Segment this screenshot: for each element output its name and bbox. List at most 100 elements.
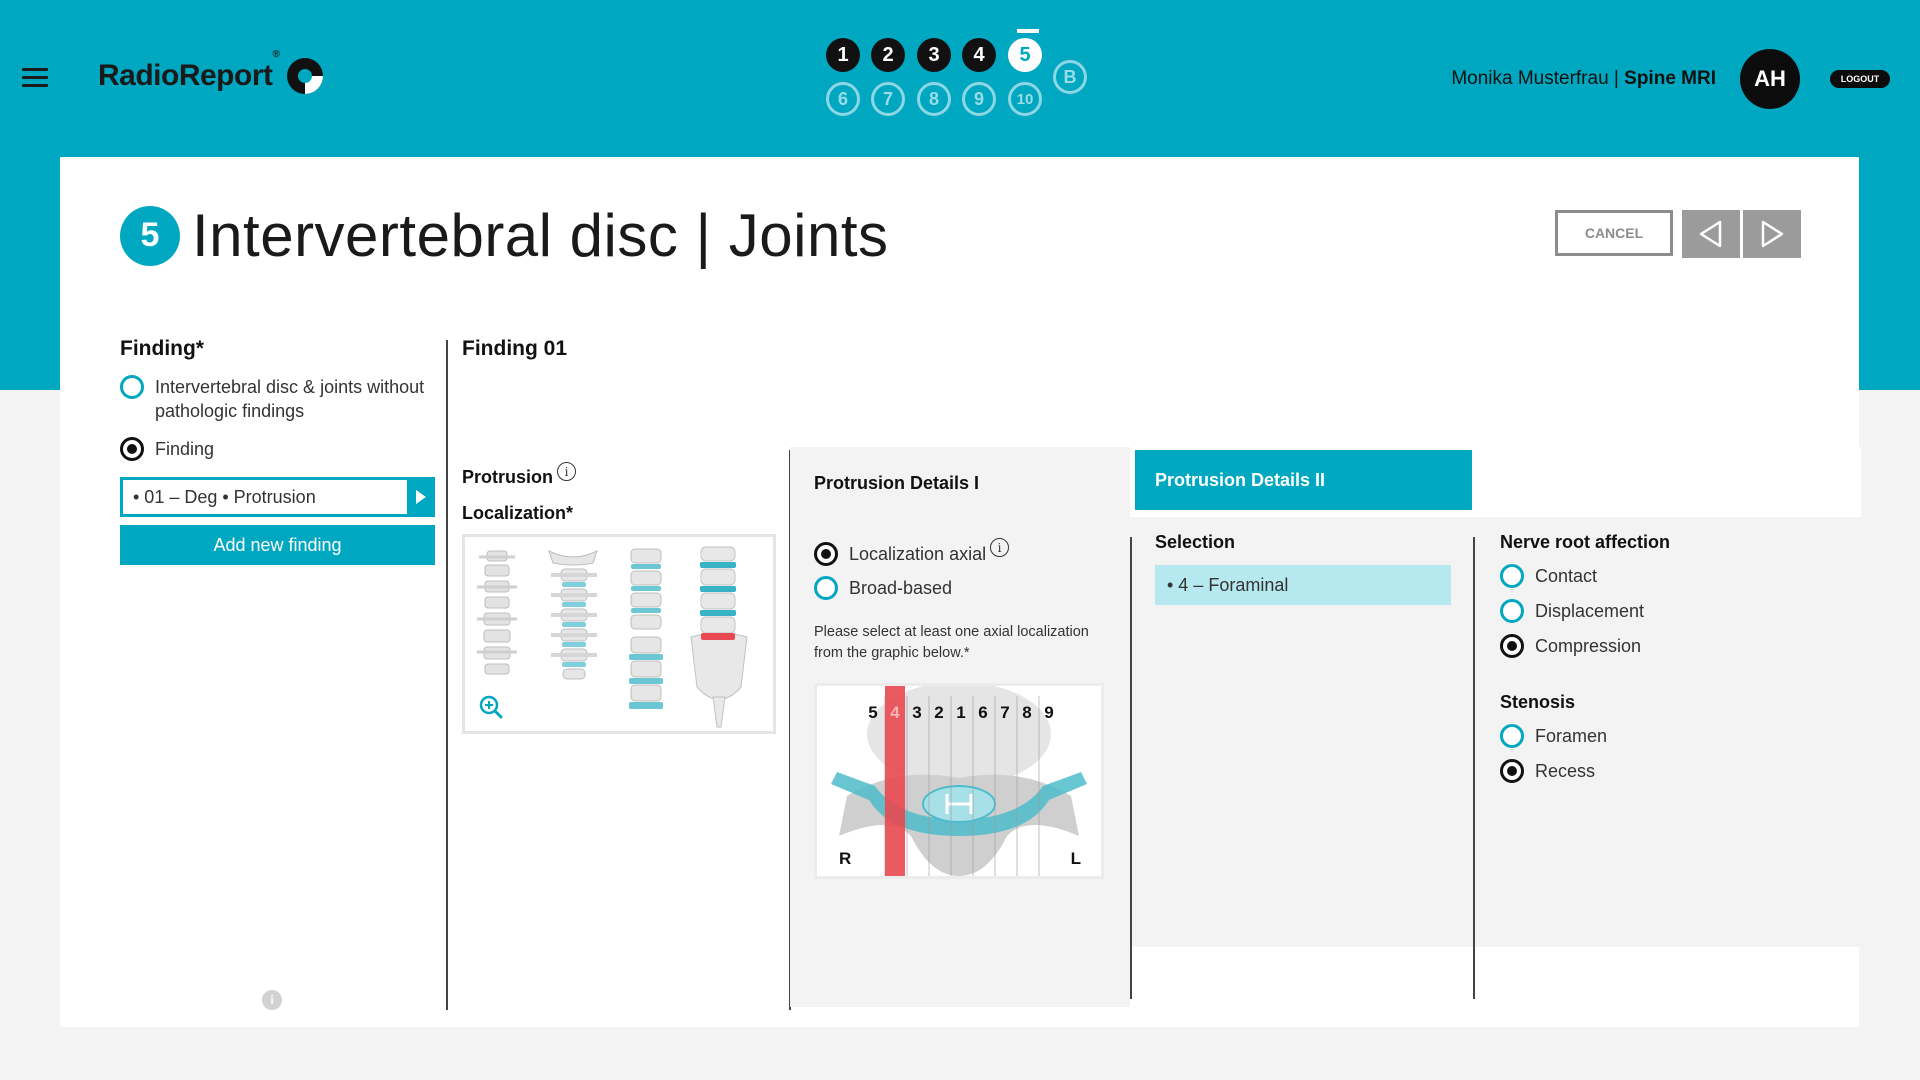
radio-label: Finding <box>155 439 215 459</box>
current-step-marker <box>1017 29 1039 33</box>
radio-button-selected[interactable] <box>1500 759 1524 783</box>
page-title: 5 Intervertebral disc | Joints <box>120 201 889 270</box>
radio-foramen[interactable]: Foramen <box>1500 724 1800 748</box>
finding-column: Finding* Intervertebral disc & joints wi… <box>120 337 435 565</box>
radio-label: Intervertebral disc & joints without pat… <box>155 377 425 421</box>
radio-label: Foramen <box>1535 726 1608 746</box>
divider <box>446 340 448 1010</box>
localization-label: Localization* <box>462 503 574 523</box>
axial-zone-number[interactable]: 8 <box>1022 703 1031 722</box>
module-name: Spine MRI <box>1624 68 1716 89</box>
step-9[interactable]: 9 <box>962 82 996 116</box>
axial-zone-selected[interactable] <box>885 686 905 876</box>
logo: RadioReport® <box>98 49 325 96</box>
details-1-column: Localization axial i Broad-based Please … <box>814 532 1114 664</box>
radio-no-findings[interactable]: Intervertebral disc & joints without pat… <box>120 375 435 423</box>
step-b[interactable]: B <box>1053 60 1087 94</box>
finding-list-item[interactable]: • 01 – Deg • Protrusion <box>120 477 435 517</box>
protrusion-label: Protrusion i <box>462 462 577 488</box>
zoom-in-icon[interactable] <box>479 695 503 719</box>
main-card: 5 Intervertebral disc | Joints CANCEL Fi… <box>60 157 1861 1027</box>
triangle-right-icon <box>1761 220 1784 248</box>
logo-text: RadioReport® <box>98 49 280 92</box>
info-icon[interactable]: i <box>990 538 1010 557</box>
info-icon[interactable]: i <box>557 462 577 481</box>
tab-protrusion-details-1[interactable]: Protrusion Details I <box>814 473 980 493</box>
radio-recess[interactable]: Recess <box>1500 759 1800 783</box>
step-1[interactable]: 1 <box>826 38 860 72</box>
radio-label: Displacement <box>1535 601 1645 621</box>
radio-label: Compression <box>1535 636 1642 656</box>
selection-heading: Selection <box>1155 532 1236 552</box>
info-icon[interactable]: i <box>262 990 282 1010</box>
radio-label: Contact <box>1535 566 1598 586</box>
radio-button[interactable] <box>1500 564 1524 588</box>
axial-zone-number[interactable]: 2 <box>934 703 943 722</box>
nerve-root-heading: Nerve root affection <box>1500 532 1671 552</box>
logout-button[interactable]: LOGOUT <box>1830 70 1890 88</box>
spine-localization-graphic[interactable] <box>462 534 776 734</box>
step-navigator: 1 2 3 4 5 B 6 7 8 9 10 <box>826 38 1096 122</box>
cancel-button[interactable]: CANCEL <box>1555 210 1673 256</box>
divider <box>1130 537 1132 999</box>
radio-compression[interactable]: Compression <box>1500 634 1800 658</box>
radio-finding[interactable]: Finding <box>120 437 435 461</box>
next-button[interactable] <box>1743 210 1801 258</box>
step-3[interactable]: 3 <box>917 38 951 72</box>
radio-button-selected[interactable] <box>1500 634 1524 658</box>
details-panel-bg <box>790 447 1130 507</box>
play-arrow-icon[interactable] <box>407 477 435 517</box>
radio-label: Recess <box>1535 761 1596 781</box>
finding-item-label: • 01 – Deg • Protrusion <box>133 486 316 507</box>
step-2[interactable]: 2 <box>871 38 905 72</box>
axial-zone-number[interactable]: 6 <box>978 703 987 722</box>
axial-zone-number[interactable]: 7 <box>1000 703 1009 722</box>
axial-side-right-label: R <box>839 849 851 868</box>
divider <box>1473 537 1475 999</box>
radio-button[interactable] <box>1500 599 1524 623</box>
axial-hint-text: Please select at least one axial localiz… <box>814 624 1089 661</box>
radio-label: Localization axial <box>849 544 987 564</box>
radio-localization-axial[interactable]: Localization axial i <box>814 538 1114 566</box>
step-7[interactable]: 7 <box>871 82 905 116</box>
avatar[interactable]: AH <box>1740 49 1800 109</box>
add-new-finding-button[interactable]: Add new finding <box>120 525 435 565</box>
radio-button[interactable] <box>814 576 838 600</box>
spine-views-image <box>477 546 748 728</box>
step-badge: 5 <box>120 205 180 266</box>
finding-heading: Finding* <box>120 337 204 360</box>
axial-zone-number[interactable]: 1 <box>956 703 965 722</box>
user-info: Monika Musterfrau | Spine MRI <box>1451 68 1716 89</box>
radio-label: Broad-based <box>849 578 953 598</box>
triangle-left-icon <box>1699 220 1722 248</box>
selection-item[interactable]: • 4 – Foraminal <box>1155 565 1451 605</box>
axial-side-left-label: L <box>1071 849 1081 868</box>
radio-button[interactable] <box>1500 724 1524 748</box>
logo-mark-icon <box>287 58 324 94</box>
axial-zone-number[interactable]: 4 <box>890 703 900 722</box>
menu-icon[interactable] <box>22 68 48 88</box>
radio-displacement[interactable]: Displacement <box>1500 599 1800 623</box>
radio-broad-based[interactable]: Broad-based <box>814 576 1114 600</box>
stenosis-heading: Stenosis <box>1500 692 1576 712</box>
selection-column: Selection • 4 – Foraminal <box>1155 532 1451 605</box>
step-10[interactable]: 10 <box>1008 82 1042 116</box>
page-title-text: Intervertebral disc | Joints <box>192 202 889 269</box>
nerve-root-column: Nerve root affection Contact Displacemen… <box>1500 532 1800 783</box>
axial-zone-number[interactable]: 5 <box>868 703 877 722</box>
radio-button-selected[interactable] <box>120 437 144 461</box>
radio-button-selected[interactable] <box>814 542 838 566</box>
step-5[interactable]: 5 <box>1008 38 1042 72</box>
radio-contact[interactable]: Contact <box>1500 564 1800 588</box>
radio-button[interactable] <box>120 375 144 399</box>
step-8[interactable]: 8 <box>917 82 951 116</box>
axial-zone-number[interactable]: 9 <box>1044 703 1053 722</box>
finding-01-title: Finding 01 <box>462 337 567 360</box>
tab-protrusion-details-2[interactable]: Protrusion Details II <box>1135 450 1472 510</box>
step-6[interactable]: 6 <box>826 82 860 116</box>
axial-zone-number[interactable]: 3 <box>912 703 921 722</box>
step-4[interactable]: 4 <box>962 38 996 72</box>
previous-button[interactable] <box>1682 210 1740 258</box>
